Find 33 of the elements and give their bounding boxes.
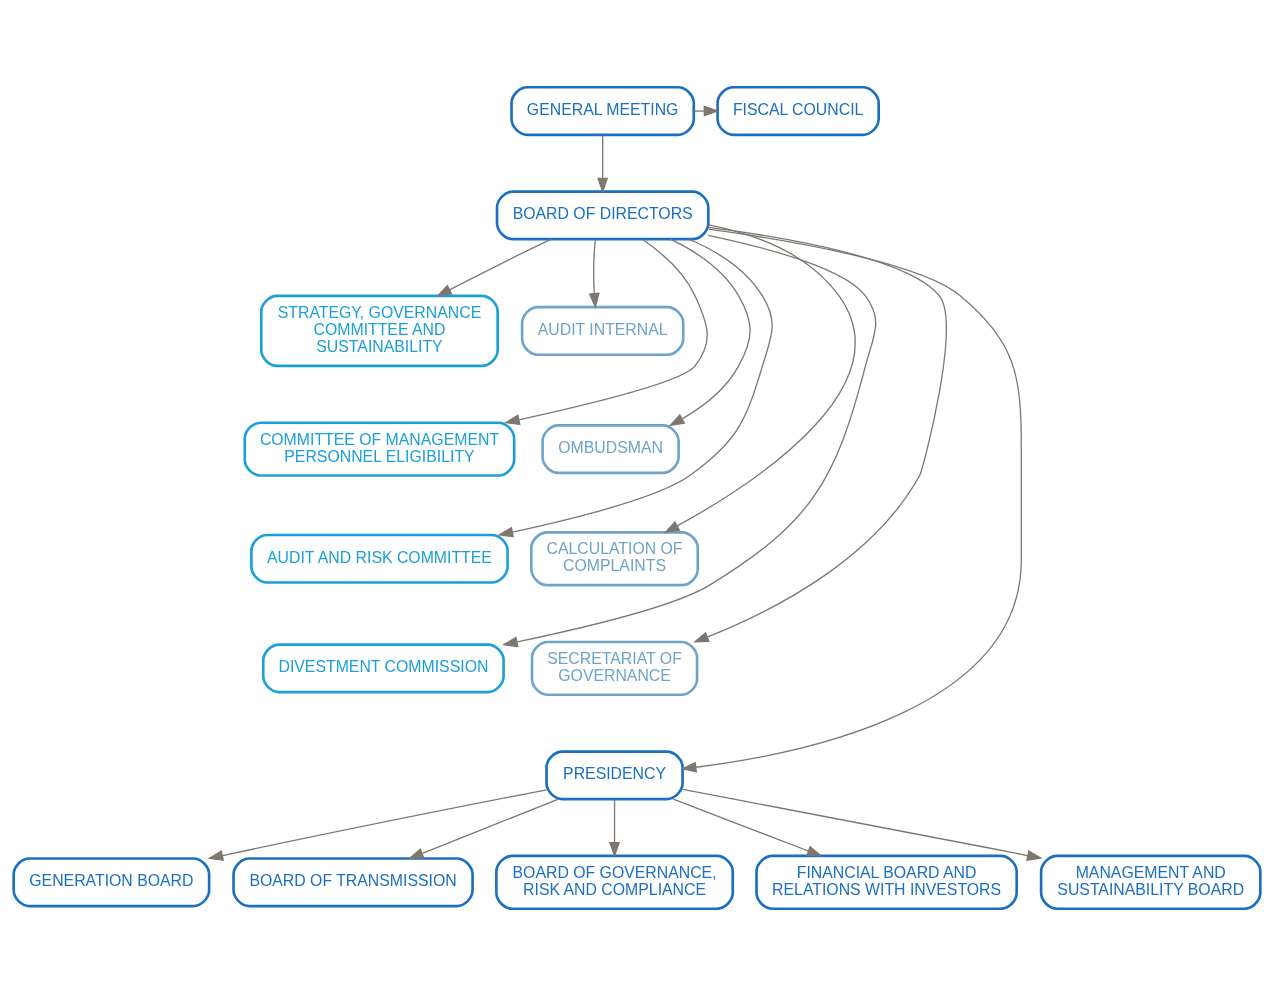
node-box: GENERAL MEETING bbox=[510, 85, 696, 136]
arrow bbox=[663, 223, 856, 533]
node-box: BOARD OF DIRECTORS bbox=[495, 189, 710, 240]
node-box: COMMITTEE OF MANAGEMENT PERSONNEL ELIGIBILITY bbox=[243, 420, 516, 477]
arrow bbox=[668, 238, 751, 426]
arrow bbox=[504, 238, 708, 425]
node-box: GENERATION BOARD bbox=[12, 856, 211, 907]
arrow bbox=[672, 798, 823, 856]
node-box: CALCULATION OF COMPLAINTS bbox=[530, 530, 700, 586]
arrow bbox=[693, 226, 947, 643]
arrow bbox=[682, 788, 1043, 861]
arrow bbox=[609, 798, 621, 858]
node-box: BOARD OF TRANSMISSION bbox=[232, 856, 474, 907]
arrow bbox=[693, 105, 720, 117]
arrow bbox=[207, 788, 548, 861]
arrow bbox=[436, 238, 552, 297]
node-box: AUDIT AND RISK COMMITTEE bbox=[250, 533, 509, 584]
arrow bbox=[588, 238, 600, 309]
node-box: AUDIT INTERNAL bbox=[520, 305, 685, 356]
arrow bbox=[501, 234, 877, 647]
arrow bbox=[407, 798, 559, 859]
node-box: PRESIDENCY bbox=[545, 749, 684, 800]
node-box: OMBUDSMAN bbox=[541, 423, 680, 474]
arrow bbox=[597, 133, 609, 194]
node-box: STRATEGY, GOVERNANCE COMMITTEE AND SUSTAINABILITY bbox=[259, 294, 499, 367]
node-box: FINANCIAL BOARD AND RELATIONS WITH INVESTORS bbox=[755, 854, 1018, 910]
arrow bbox=[680, 227, 1022, 773]
node-box: SECRETARIAT OF GOVERNANCE bbox=[530, 640, 699, 696]
arrow bbox=[497, 238, 773, 537]
node-box: DIVESTMENT COMMISSION bbox=[261, 642, 505, 693]
node-box: FISCAL COUNCIL bbox=[716, 85, 880, 136]
node-box: BOARD OF GOVERNANCE, RISK AND COMPLIANCE bbox=[495, 854, 735, 910]
node-box: MANAGEMENT AND SUSTAINABILITY BOARD bbox=[1039, 854, 1262, 910]
